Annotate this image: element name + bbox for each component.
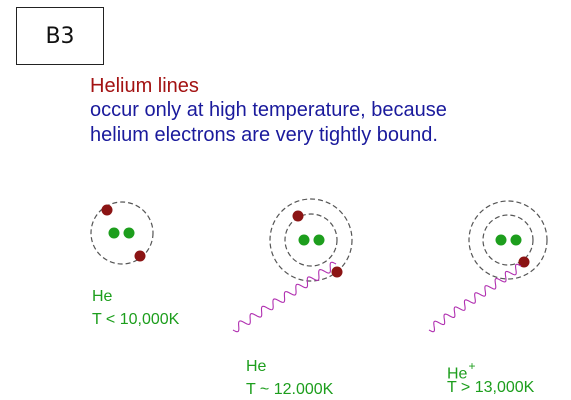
atom-1-orbit <box>90 201 154 265</box>
atom-3-symbol-text: He <box>447 365 468 383</box>
atom-2-photon-wave <box>232 261 337 333</box>
atom-2-inner-orbit <box>284 213 338 267</box>
body-line-2: helium electrons are very tightly bound. <box>90 124 438 146</box>
atom-3-charge: + <box>468 359 476 373</box>
atom-2-electron-a <box>292 210 304 222</box>
atom-1-nucleus-b <box>123 227 135 239</box>
atom-2-symbol: He <box>246 358 267 375</box>
atom-1-temperature: T < 10,000K <box>92 311 180 328</box>
atom-3 <box>428 200 548 333</box>
slide-number-box: B3 <box>16 7 104 65</box>
atom-3-photon-wave <box>428 263 522 333</box>
atom-2-nucleus-a <box>298 234 310 246</box>
atom-1 <box>90 201 154 265</box>
atom-3-inner-orbit <box>482 214 534 266</box>
atom-3-symbol: He+ <box>447 358 475 384</box>
atom-1-nucleus-a <box>108 227 120 239</box>
body-line-1: occur only at high temperature, because <box>90 99 447 121</box>
heading: Helium lines <box>90 75 199 97</box>
atom-1-electron-a <box>101 204 113 216</box>
atom-1-symbol: He <box>92 288 113 305</box>
atom-3-electron <box>518 256 530 268</box>
atom-3-temperature: T > 13,000K <box>447 379 535 396</box>
atom-2-electron-b <box>331 266 343 278</box>
atom-3-nucleus-b <box>510 234 522 246</box>
atom-3-nucleus-a <box>495 234 507 246</box>
slide-number: B3 <box>45 23 75 49</box>
atom-2-nucleus-b <box>313 234 325 246</box>
atom-1-electron-b <box>134 250 146 262</box>
atom-2-temperature: T ~ 12.000K <box>246 381 334 398</box>
atom-2-outer-orbit <box>269 198 353 282</box>
atom-2 <box>232 198 353 333</box>
atom-3-outer-orbit <box>468 200 548 280</box>
